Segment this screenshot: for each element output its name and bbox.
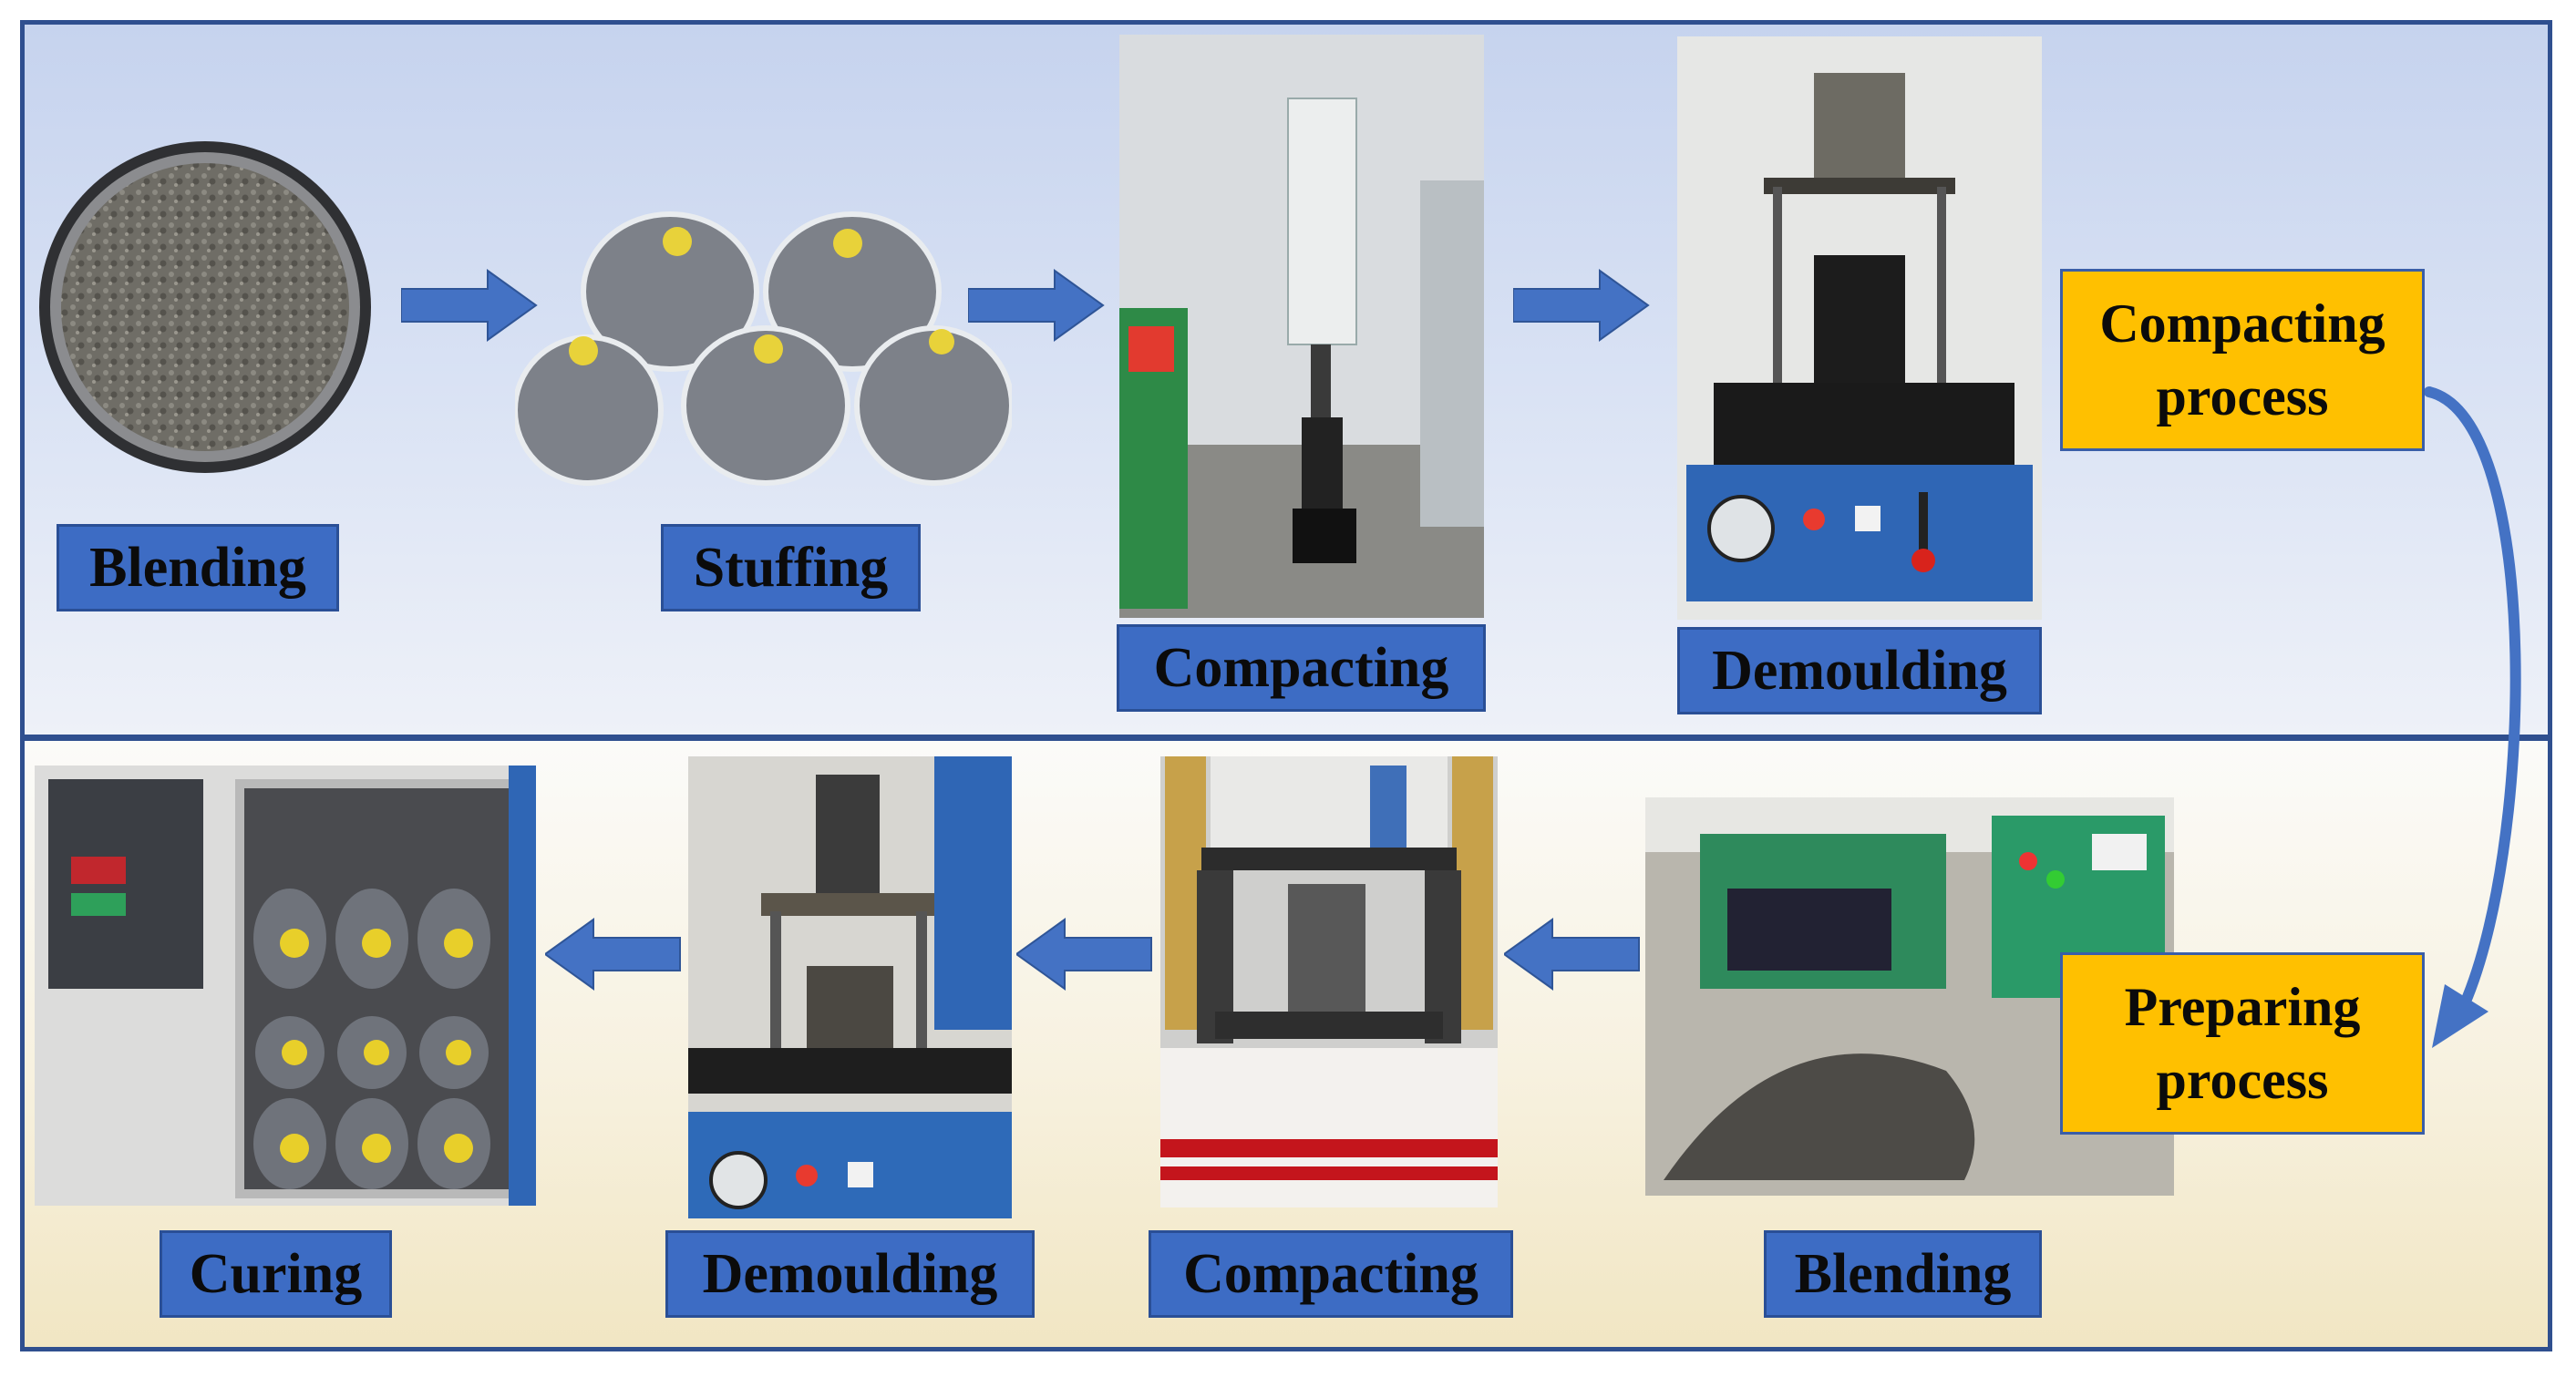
stage-title-line: Preparing [2124, 977, 2361, 1037]
step-label-compacting: Compacting [1117, 624, 1486, 712]
curing-chamber-image [35, 766, 536, 1206]
step-label-blending: Blending [57, 524, 339, 611]
left-arrow [1504, 918, 1640, 991]
step-label-stuffing: Stuffing [661, 524, 921, 611]
stage-title-line: process [2156, 1050, 2329, 1110]
stage-title-line: process [2156, 366, 2329, 426]
right-arrow [401, 269, 538, 342]
step-label-demoulding: Demoulding [1677, 627, 2042, 714]
panel-divider [20, 735, 2552, 741]
step-label-compacting: Compacting [1149, 1230, 1513, 1318]
demoulding-press-image [688, 756, 1012, 1218]
stage-title-line: Compacting [2099, 293, 2385, 354]
right-arrow [968, 269, 1105, 342]
right-arrow [1513, 269, 1650, 342]
stage-title-preparing-process: Preparing process [2060, 952, 2425, 1135]
step-label-curing: Curing [160, 1230, 392, 1318]
mixed-soil-bowl-image [36, 139, 383, 485]
curved-flow-arrow [2425, 386, 2521, 1048]
compaction-machine-image [1119, 35, 1484, 618]
compression-machine-image [1160, 756, 1498, 1207]
sample-bags-image [515, 205, 1012, 497]
left-arrow [1016, 918, 1152, 991]
stage-title-compacting-process: Compacting process [2060, 269, 2425, 451]
step-label-blending: Blending [1764, 1230, 2042, 1318]
step-label-demoulding: Demoulding [665, 1230, 1035, 1318]
left-arrow [545, 918, 681, 991]
demoulding-press-image [1677, 36, 2042, 620]
diagram-frame [20, 20, 2552, 1351]
